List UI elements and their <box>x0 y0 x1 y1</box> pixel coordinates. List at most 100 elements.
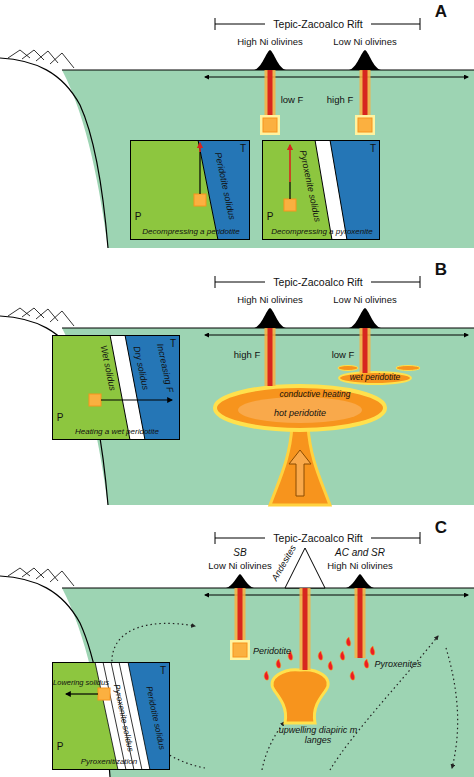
pyroxenite-vein <box>318 651 322 660</box>
conduit-glow <box>265 328 276 386</box>
melting-path <box>199 143 201 152</box>
rift-bracket <box>215 532 420 544</box>
panel-letter: A <box>435 2 447 22</box>
mantle-wedge <box>62 588 474 777</box>
wet-lens <box>339 372 411 384</box>
axis-label: P <box>57 412 64 424</box>
axis-label: T <box>240 143 246 155</box>
lens-label: wet peridotite <box>350 373 401 383</box>
axis-label: T <box>160 665 166 677</box>
panel-letter: C <box>435 518 447 538</box>
panel-a <box>0 18 474 248</box>
melt-fraction: high F <box>327 95 353 106</box>
source-square <box>233 643 247 657</box>
trend-label: Increasing F <box>155 343 175 394</box>
phase-diagram-inset: TPPyroxenite solidusDecompressing a pyro… <box>262 140 380 240</box>
source-square <box>194 194 206 206</box>
pyroxenite-vein <box>370 646 374 655</box>
pyroxenite-vein <box>346 637 350 646</box>
solidus-label: Wet solidus <box>98 344 118 391</box>
magma-conduit <box>363 328 368 373</box>
trend-label: Lowering solidus <box>53 679 109 688</box>
volcano-label: Low Ni olivines <box>208 561 271 572</box>
phase-diagram-inset: T P Peridotite solidusDecompressing a peri… <box>130 140 250 240</box>
pyroxenite-vein <box>340 651 344 660</box>
accretionary-wedge <box>8 308 74 326</box>
rim-label: conductive heating <box>280 390 351 400</box>
volcano-label: Low Ni olivines <box>333 295 396 306</box>
axis-label: P <box>135 211 142 223</box>
convection-path <box>330 636 438 770</box>
volcano-label: High Ni olivines <box>237 295 302 306</box>
inset-caption: Decompressing a pyroxenite <box>271 227 372 236</box>
source-square <box>358 118 372 132</box>
pyroxenite-vein <box>264 671 268 680</box>
upwelling-arrow <box>289 450 311 496</box>
wet-lens <box>396 366 420 371</box>
conduit-glow <box>265 70 276 118</box>
melt-fraction: high F <box>234 350 260 361</box>
volcano-label: High Ni olivines <box>327 561 392 572</box>
pyroxenite-veins <box>264 637 374 680</box>
solidus-shift-arrow <box>66 693 98 694</box>
solidus-label: Pyroxenite solidus <box>297 149 322 223</box>
volcano <box>349 50 381 70</box>
volcano <box>226 574 254 588</box>
source-label: Peridotite <box>253 646 291 656</box>
conduit-glow <box>360 328 371 373</box>
magma-conduit <box>238 588 243 643</box>
rift-bracket <box>215 18 420 30</box>
phase-diagram-inset: TPLowering solidusPyroxenite solidusPeri… <box>52 662 170 770</box>
decompression-path <box>199 152 200 194</box>
magma-conduit <box>363 70 368 118</box>
source-square <box>98 688 110 700</box>
conduit-glow <box>360 70 371 118</box>
mantle-wedge <box>62 70 474 248</box>
wet-peridotite-lens: wet peridotite <box>335 371 415 385</box>
plume-stem <box>270 426 330 505</box>
accretionary-wedge <box>8 568 74 586</box>
inset-a-left <box>130 140 250 240</box>
mantle-plume: conductive heatinghot peridotite <box>215 386 385 506</box>
pyroxenite-vein <box>276 659 280 668</box>
melt-fraction: low F <box>332 350 355 361</box>
axis-label: P <box>57 741 64 753</box>
slab-surface <box>0 58 108 248</box>
solidus-label: Peridotite solidus <box>213 151 237 220</box>
plume-head <box>215 386 385 430</box>
melting-field <box>198 140 250 240</box>
panel-c <box>0 532 474 777</box>
source-glow <box>355 115 375 135</box>
heating-path <box>101 399 172 400</box>
source-label: Pyroxenites <box>374 659 421 669</box>
extension-arrow <box>205 335 468 336</box>
magma-conduit <box>268 328 273 386</box>
melting-field <box>125 335 180 440</box>
wet-lens <box>338 366 358 371</box>
decompression-path <box>289 182 290 199</box>
conduit-glow <box>235 588 246 643</box>
melting-field <box>330 140 380 240</box>
axis-label: T <box>370 143 376 155</box>
solidus-label: Peridotite solidus <box>143 685 166 750</box>
volcano-label: High Ni olivines <box>237 37 302 48</box>
conduit-glow <box>300 588 311 670</box>
inset-b <box>52 335 180 440</box>
pyroxenite-vein <box>350 671 354 680</box>
panel-letter: B <box>435 260 447 280</box>
source-square <box>284 199 296 211</box>
volcano-group: AC and SR <box>335 547 385 559</box>
volcano <box>349 308 381 328</box>
surface-line <box>62 588 474 589</box>
process-label: upwelling diapiric m langes <box>273 725 363 746</box>
inset-caption: Decompressing a peridotite <box>142 227 239 236</box>
melting-field <box>128 662 170 770</box>
volcano-group: SB <box>233 547 246 559</box>
solidus-label: Dry solidus <box>131 345 150 391</box>
axis-label: T <box>170 338 176 350</box>
volcano <box>254 308 286 328</box>
diapir <box>272 670 328 723</box>
solidus-line <box>315 140 347 240</box>
source-glow <box>260 115 280 135</box>
